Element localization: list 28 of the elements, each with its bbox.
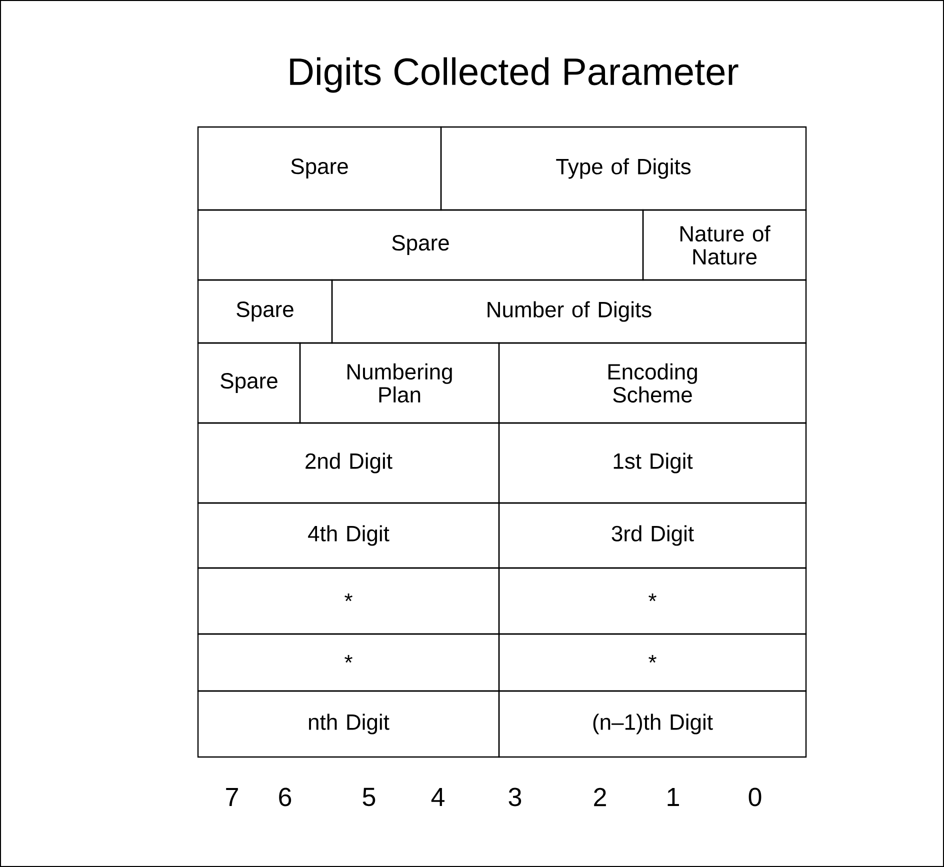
table-cell: 3rd Digit	[498, 502, 807, 569]
table-cell: 1st Digit	[498, 422, 807, 504]
bit-number: 2	[594, 788, 606, 806]
bit-number: 3	[508, 788, 522, 806]
table-cell: Spare	[197, 209, 644, 281]
bit-number: 1	[668, 788, 679, 806]
table-cell: *	[197, 567, 500, 635]
table-cell: Type of Digits	[440, 126, 807, 211]
bit-number: 7	[226, 788, 238, 806]
bit-number: 5	[362, 788, 376, 806]
table-cell: Spare	[197, 342, 301, 424]
table-cell: 2nd Digit	[197, 422, 500, 504]
table-cell: Numbering Plan	[299, 342, 500, 424]
table-cell: Number of Digits	[331, 279, 807, 344]
table-cell: *	[197, 633, 500, 692]
table-cell: Spare	[197, 279, 333, 344]
table-cell: *	[498, 567, 807, 635]
table-cell: Spare	[197, 126, 442, 211]
title: Digits Collected Parameter	[290, 57, 738, 93]
bit-number: 6	[279, 788, 292, 806]
table-cell: (n–1)th Digit	[498, 690, 807, 758]
table-cell: Nature of Nature	[642, 209, 807, 281]
table-cell: nth Digit	[197, 690, 500, 758]
bit-number: 4	[431, 788, 444, 806]
table-cell: 4th Digit	[197, 502, 500, 569]
table-cell: *	[498, 633, 807, 692]
table-cell: Encoding Scheme	[498, 342, 807, 424]
bit-number: 0	[748, 788, 762, 806]
